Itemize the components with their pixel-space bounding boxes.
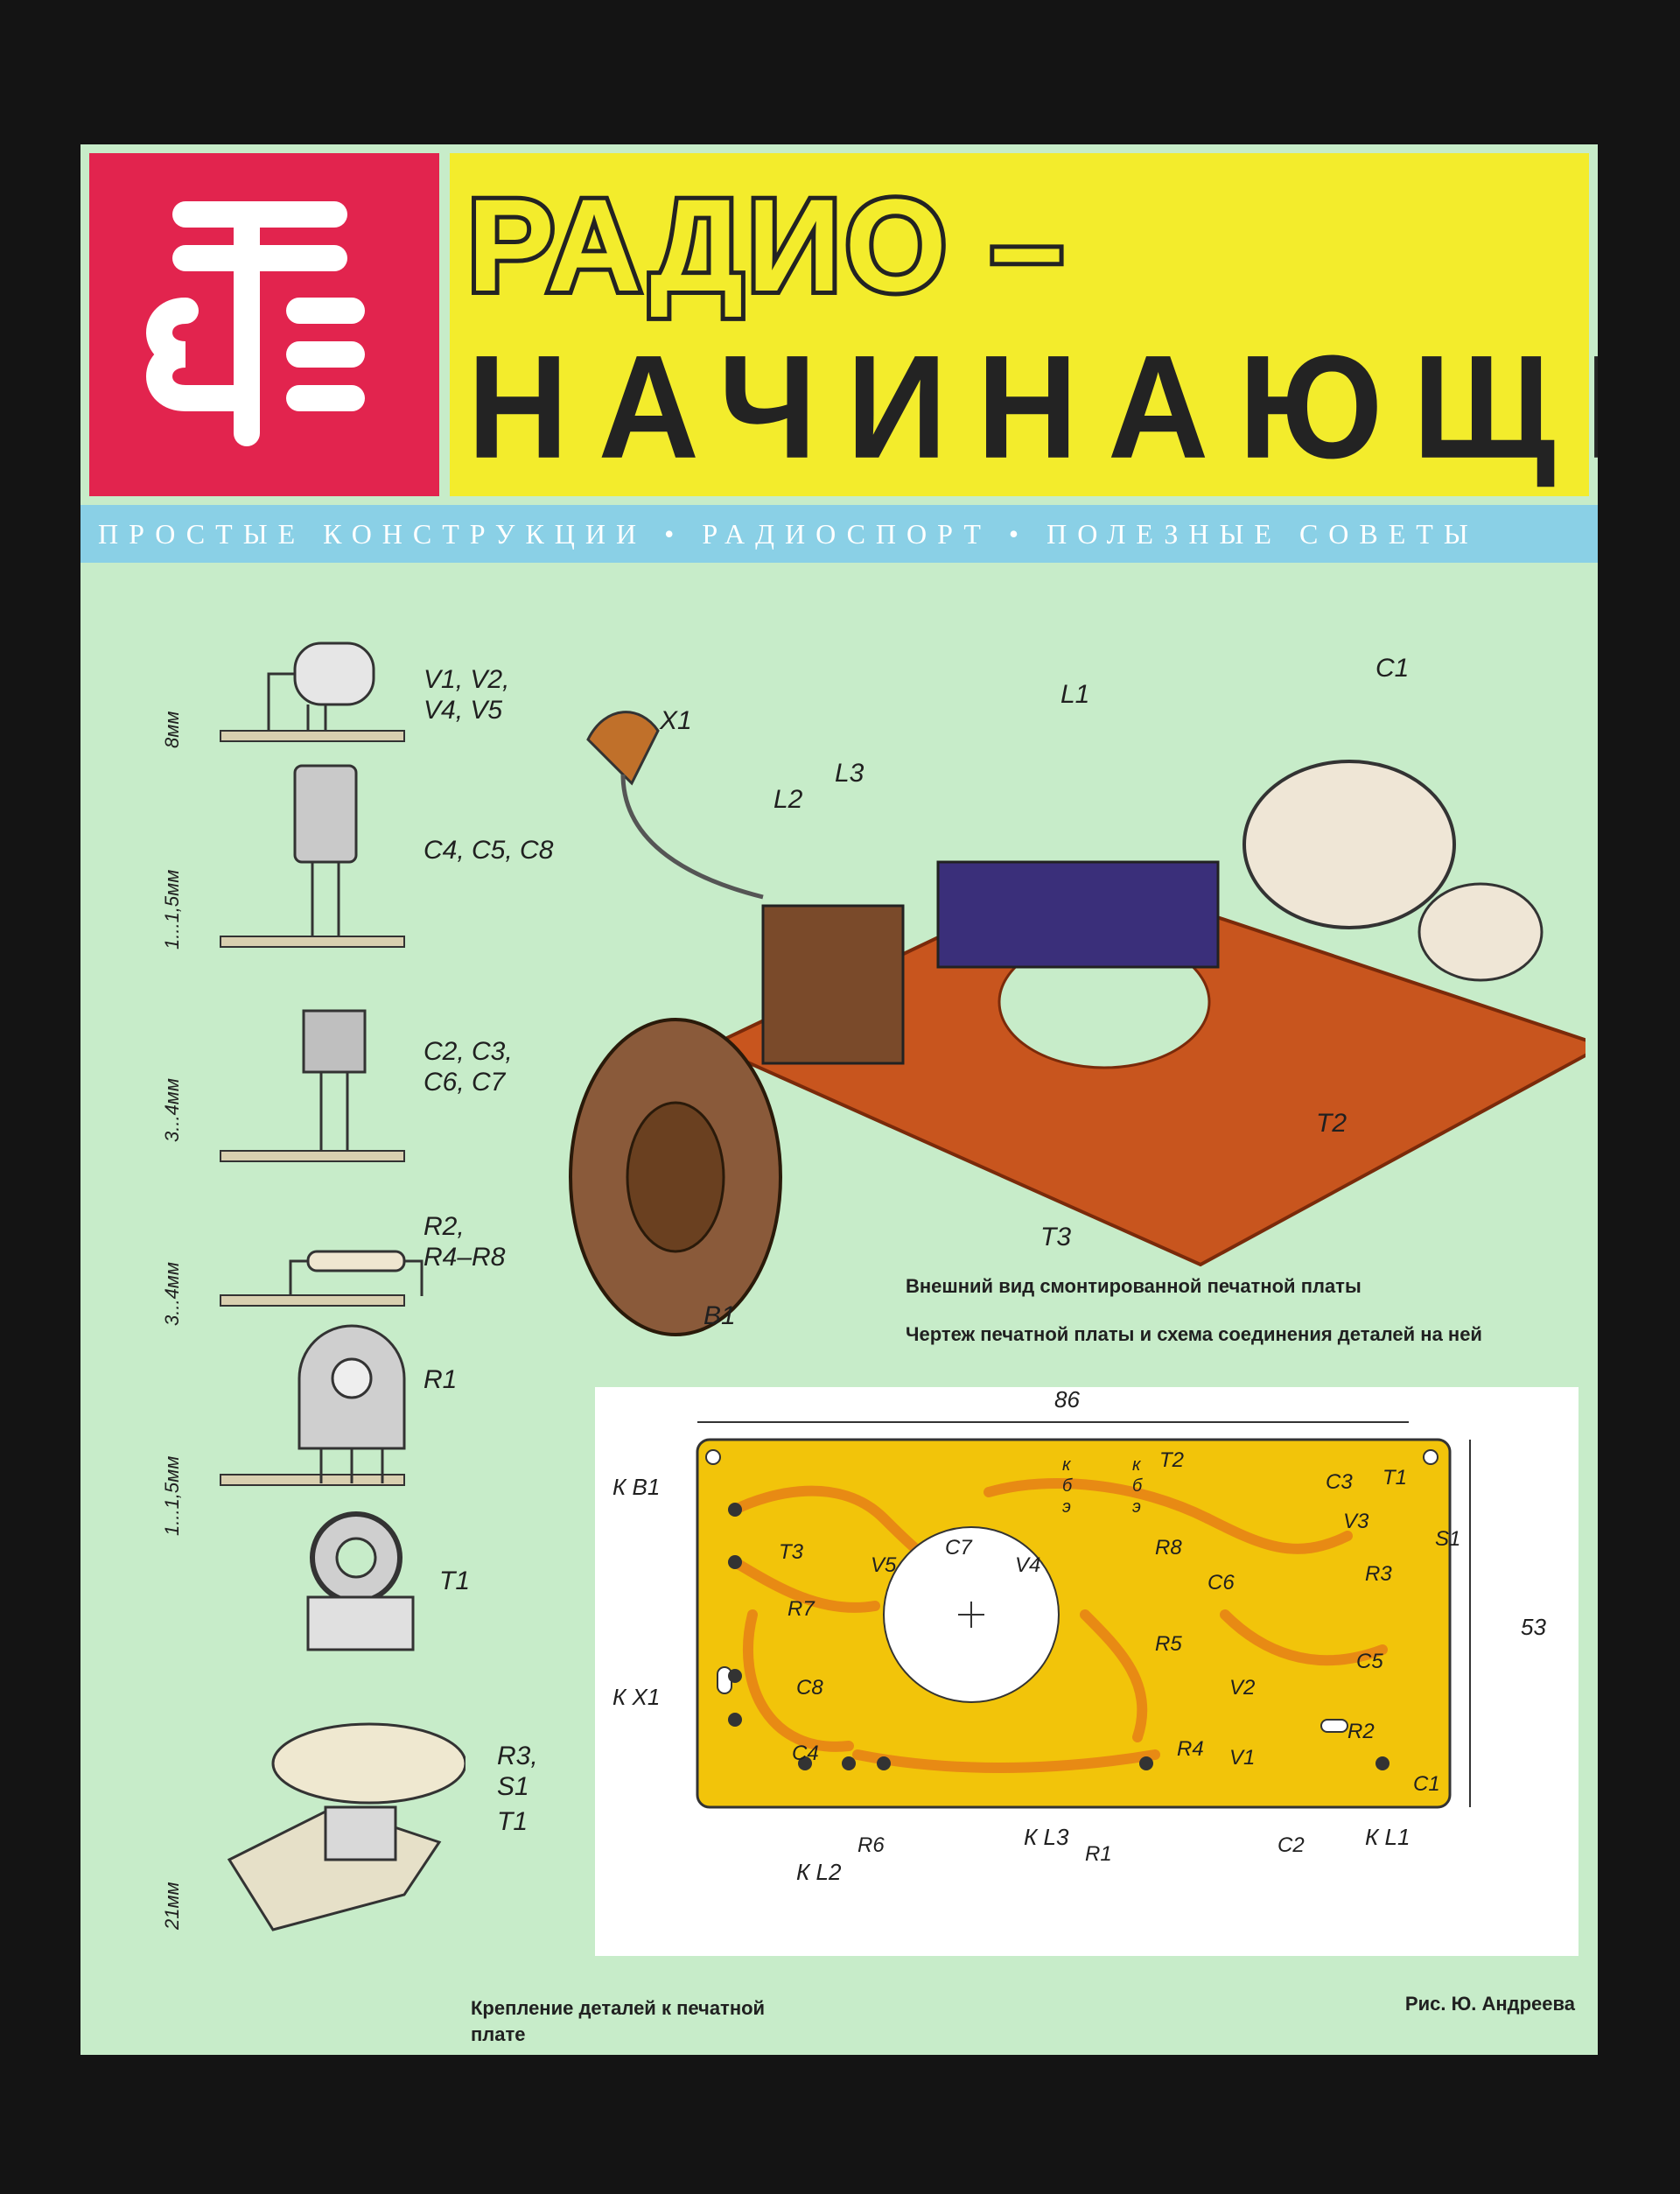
magazine-logo (89, 153, 439, 496)
board-strip-5 (220, 1474, 405, 1486)
pcb-label-r8: R8 (1155, 1536, 1182, 1560)
resistor-icon (289, 1250, 424, 1296)
dim-1-1-5mm-a: 1...1,5мм (161, 869, 183, 950)
photo-label-l1: L1 (1060, 680, 1090, 709)
pin-label-k-v5: к (1062, 1455, 1071, 1475)
label-c2-c3: C2, C3, (424, 1037, 513, 1066)
volume-control-assembly-icon (227, 1722, 466, 1931)
transistor-icon (267, 641, 375, 731)
pin-label-k-v4: к (1132, 1455, 1141, 1475)
mounting-caption: Крепление деталей к печатной плате (471, 1997, 766, 2045)
pin-label-e-v4: э (1132, 1497, 1141, 1517)
connector-l2: К L2 (796, 1859, 842, 1885)
label-s1: S1 (497, 1772, 529, 1801)
photo-label-l3: L3 (835, 759, 864, 788)
magazine-page: РАДИО – НАЧИНАЮЩИМ ПРОСТЫЕ КОНСТРУКЦИИ •… (80, 144, 1598, 2055)
pcb-width-dim: 86 (1054, 1386, 1080, 1412)
pcb-label-c2: C2 (1278, 1833, 1305, 1857)
label-v1-v2: V1, V2, (424, 665, 510, 694)
pcb-label-v1: V1 (1229, 1746, 1256, 1770)
assembled-board-illustration (569, 711, 1586, 1336)
pin-label-e-v5: э (1062, 1497, 1071, 1517)
pcb-label-c7: C7 (945, 1536, 972, 1560)
label-c4-c5-c8: C4, C5, C8 (424, 836, 554, 865)
toroid-transformer-icon (306, 1511, 415, 1651)
dim-8mm: 8мм (161, 711, 183, 748)
label-r4-r8: R4–R8 (424, 1243, 506, 1272)
pcb-drawing-panel: 86 53 К В1 К X1 К L2 К L3 К L1 T2 C3 V3 … (595, 1386, 1578, 1956)
board-strip-4 (220, 1294, 405, 1307)
mounting-drawings (220, 641, 466, 1931)
label-c6-c7: C6, C7 (424, 1068, 506, 1097)
title-box: РАДИО – НАЧИНАЮЩИМ (450, 153, 1598, 496)
pin-label-b-v4: б (1132, 1476, 1143, 1496)
label-t1-b: T1 (497, 1807, 528, 1836)
dim-3-4mm-a: 3...4мм (161, 1078, 183, 1142)
pcb-label-v5: V5 (871, 1553, 897, 1577)
pcb-label-v2: V2 (1229, 1676, 1256, 1700)
jack-icon (586, 711, 660, 786)
pcb-drawing (696, 1421, 1471, 1809)
electrolytic-capacitor-icon (293, 764, 358, 936)
subtitle-band: ПРОСТЫЕ КОНСТРУКЦИИ • РАДИОСПОРТ • ПОЛЕЗ… (80, 505, 1598, 563)
pcb-label-t1: T1 (1382, 1466, 1408, 1490)
label-t1-a: T1 (439, 1567, 471, 1595)
trimmer-resistor-icon (298, 1324, 406, 1483)
pcb-caption: Чертеж печатной платы и схема соединения… (906, 1323, 1482, 1345)
pcb-label-v3: V3 (1343, 1510, 1369, 1533)
board-strip-2 (220, 936, 405, 948)
title-line-2: НАЧИНАЮЩИМ (467, 324, 1598, 489)
photo-label-l2: L2 (774, 785, 803, 814)
connector-l1: К L1 (1365, 1824, 1410, 1850)
subtitle-text: ПРОСТЫЕ КОНСТРУКЦИИ • РАДИОСПОРТ • ПОЛЕЗ… (98, 517, 1479, 550)
pcb-label-v4: V4 (1015, 1553, 1041, 1577)
pcb-label-c3: C3 (1326, 1470, 1353, 1494)
pcb-label-t2: T2 (1159, 1448, 1185, 1472)
pcb-label-r7: R7 (788, 1597, 815, 1621)
title-line-1: РАДИО – (463, 172, 1068, 319)
photo-label-x1: X1 (660, 706, 692, 735)
label-r3: R3, (497, 1742, 538, 1770)
pcb-label-c6: C6 (1208, 1571, 1235, 1595)
label-v4-v5: V4, V5 (424, 696, 503, 725)
pcb-label-c8: C8 (796, 1676, 823, 1700)
pin-label-b-v5: б (1062, 1476, 1073, 1496)
pcb-label-r4: R4 (1177, 1737, 1204, 1761)
label-r2: R2, (424, 1212, 465, 1241)
pcb-label-r6: R6 (858, 1833, 885, 1857)
board-strip-3 (220, 1150, 405, 1162)
pcb-label-r3: R3 (1365, 1562, 1392, 1586)
connector-l3: К L3 (1024, 1824, 1069, 1850)
label-r1: R1 (424, 1365, 458, 1394)
photo-caption: Внешний вид смонтированной печатной плат… (906, 1275, 1362, 1297)
photo-label-t2: T2 (1316, 1109, 1348, 1138)
pcb-label-c5: C5 (1356, 1650, 1383, 1673)
ceramic-capacitor-icon (302, 1009, 367, 1151)
pcb-label-s1: S1 (1435, 1527, 1461, 1551)
dim-1-1-5mm-b: 1...1,5мм (161, 1455, 183, 1536)
pcb-label-c4: C4 (792, 1742, 819, 1765)
pcb-label-r1: R1 (1085, 1842, 1112, 1866)
logo-icon (146, 201, 365, 446)
dim-21mm: 21мм (161, 1882, 183, 1930)
connector-x1: К X1 (612, 1684, 661, 1710)
pcb-label-r2: R2 (1348, 1720, 1375, 1743)
photo-label-b1: B1 (704, 1301, 736, 1330)
dim-3-4mm-b: 3...4мм (161, 1262, 183, 1326)
pcb-label-c1: C1 (1413, 1772, 1440, 1796)
board-strip-1 (220, 730, 405, 742)
photo-label-c1: C1 (1376, 654, 1410, 683)
photo-label-t3: T3 (1040, 1223, 1072, 1251)
pcb-height-dim: 53 (1521, 1614, 1546, 1640)
pcb-label-r5: R5 (1155, 1632, 1182, 1656)
connector-b1: К В1 (612, 1474, 661, 1500)
illustration-credit: Рис. Ю. Андреева (1404, 1993, 1575, 2015)
pcb-label-t3: T3 (779, 1540, 804, 1564)
